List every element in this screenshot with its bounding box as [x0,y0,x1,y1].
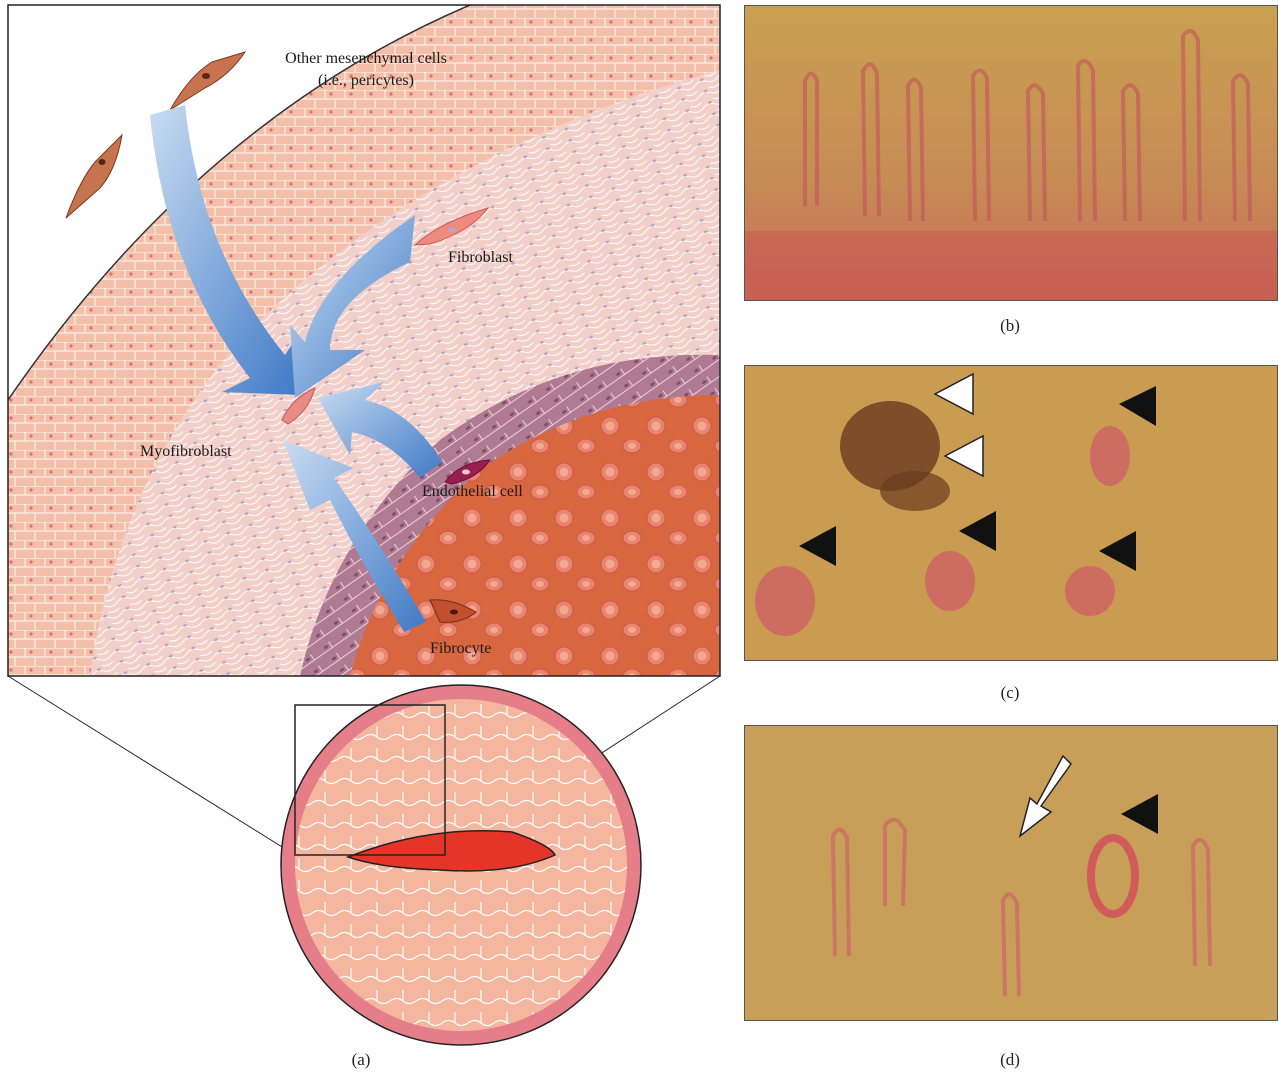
diagram-svg [0,0,730,1075]
photo-panel-c [744,365,1278,661]
label-line-2: (i.e., pericytes) [246,70,486,92]
hemorrhage-2 [880,471,950,511]
label-endothelial-cell: Endothelial cell [422,481,523,503]
vessel-cross-section [281,685,641,1045]
photo-panel-d [744,725,1278,1021]
panel-label-b: (b) [980,316,1040,336]
panel-label-a: (a) [331,1050,391,1070]
capillary-photo-b [745,6,1277,300]
panel-label-c: (c) [980,683,1040,703]
panel-a-diagram: Other mesenchymal cells (i.e., pericytes… [0,0,730,1075]
panel-label-d: (d) [980,1050,1040,1070]
label-myofibroblast: Myofibroblast [140,441,232,463]
label-fibrocyte: Fibrocyte [430,638,491,660]
label-line-1: Other mesenchymal cells [246,48,486,70]
capillary-photo-d [745,726,1277,1020]
capillary-photo-c [745,366,1277,660]
label-fibroblast: Fibroblast [448,247,513,269]
zoom-connector-left [8,676,295,855]
photo-panel-b [744,5,1278,301]
label-other-mesenchymal-cells: Other mesenchymal cells (i.e., pericytes… [246,48,486,92]
